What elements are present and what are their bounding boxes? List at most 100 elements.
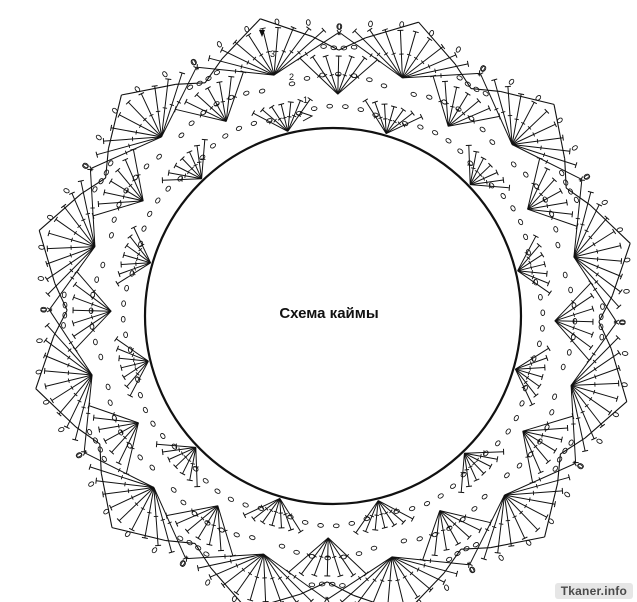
treble-stitch-bar [428,587,434,593]
chain-stitch [330,45,338,51]
picot-chain [469,567,475,574]
treble-stitch-bar [125,99,131,105]
treble-stitch-cross [338,554,343,559]
chain-stitch [160,433,166,439]
treble-stitch-bar [45,291,51,297]
treble-stitch-bar [128,527,135,532]
chain-stitch [318,581,326,587]
treble-stitch-cross [406,53,412,56]
chain-stitch [563,179,569,186]
treble-stitch-bar [116,518,122,524]
treble-stitch-cross [395,579,400,582]
treble-stitch-cross [505,519,511,522]
treble-stitch-bar [179,471,186,476]
scallop-edge [565,187,591,206]
treble-stitch-cross [254,576,260,579]
treble-stitch-cross [369,53,373,58]
treble-stitch-cross [467,115,471,120]
treble-stitch-cross [69,268,74,273]
treble-stitch-cross [133,362,136,367]
treble-stitch-bar [122,251,125,259]
treble-stitch-bar [588,344,594,351]
chain-stitch [177,535,184,541]
chain-stitch [213,70,221,76]
treble-stitch-bar [275,26,282,29]
chain-stitch [170,487,177,493]
treble-stitch-cross [235,563,239,568]
treble-stitch-bar [544,108,550,114]
chain-stitch [423,501,431,507]
treble-stitch-bar [108,178,113,184]
treble-stitch-bar [466,534,472,540]
picot-chain [205,579,211,586]
treble-stitch-bar [544,514,549,521]
treble-stitch-cross [397,121,402,126]
chain-stitch [568,439,574,446]
chain-stitch [107,399,113,406]
scallop-edge [35,388,77,428]
treble-stitch [387,556,393,602]
chain-stitch [533,278,539,286]
treble-stitch-bar [259,520,266,525]
treble-stitch-bar [63,425,70,430]
chain-stitch [195,545,202,551]
treble-stitch-cross [277,576,283,580]
picot-chain [37,276,45,281]
treble-stitch-cross [391,52,396,55]
treble-stitch-bar [604,215,610,221]
treble-stitch-bar [574,162,578,169]
treble-stitch-bar [219,46,224,53]
picot-chain [368,20,373,28]
treble-stitch-bar [110,124,113,131]
treble-stitch-bar [194,92,200,98]
treble-stitch-bar [89,165,93,172]
chain-stitch [568,286,573,294]
chain-stitch [87,428,93,436]
treble-stitch-cross [124,481,126,487]
treble-stitch-cross [160,518,166,521]
treble-stitch-cross [332,555,337,559]
chain-stitch [288,81,296,87]
chain-stitch [123,331,128,339]
chain-stitch [522,384,528,392]
treble-stitch-bar [184,98,188,105]
treble-stitch-bar [544,167,551,171]
treble-stitch-cross [285,575,290,580]
scallop-edge [589,204,631,244]
treble-stitch-bar [381,526,388,529]
treble-stitch-cross [392,119,397,124]
treble-stitch-bar [455,542,461,546]
picot-chain [596,438,603,444]
chain-stitch [457,148,464,154]
treble-stitch-cross [427,64,431,69]
chain-stitch [366,77,373,83]
treble-stitch-bar [491,78,498,82]
treble-stitch-bar [587,190,594,194]
picot-chain [619,320,626,326]
treble-stitch-bar [43,337,48,343]
treble-stitch-bar [155,544,162,547]
picot-chain [75,452,82,458]
treble-stitch-cross [389,509,393,514]
treble-stitch-bar [216,81,223,84]
chain-stitch [295,110,303,116]
treble-stitch-cross [376,52,381,57]
treble-stitch-cross [130,447,135,450]
treble-stitch-bar [196,565,200,572]
chain-stitch [243,90,250,96]
treble-stitch-bar [44,322,50,328]
treble-stitch-cross [438,100,443,103]
treble-stitch-bar [561,487,564,494]
treble-stitch-bar [559,188,563,194]
chain-stitch [525,249,531,256]
treble-stitch-bar [117,111,122,118]
chain-stitch [401,121,409,127]
picot-chain [455,46,461,53]
treble-stitch-cross [91,302,94,307]
treble-stitch-bar [49,397,54,404]
treble-stitch-cross [259,53,264,57]
treble-stitch-cross [197,161,202,163]
treble-stitch-cross [134,502,139,507]
treble-stitch-bar [184,528,190,534]
